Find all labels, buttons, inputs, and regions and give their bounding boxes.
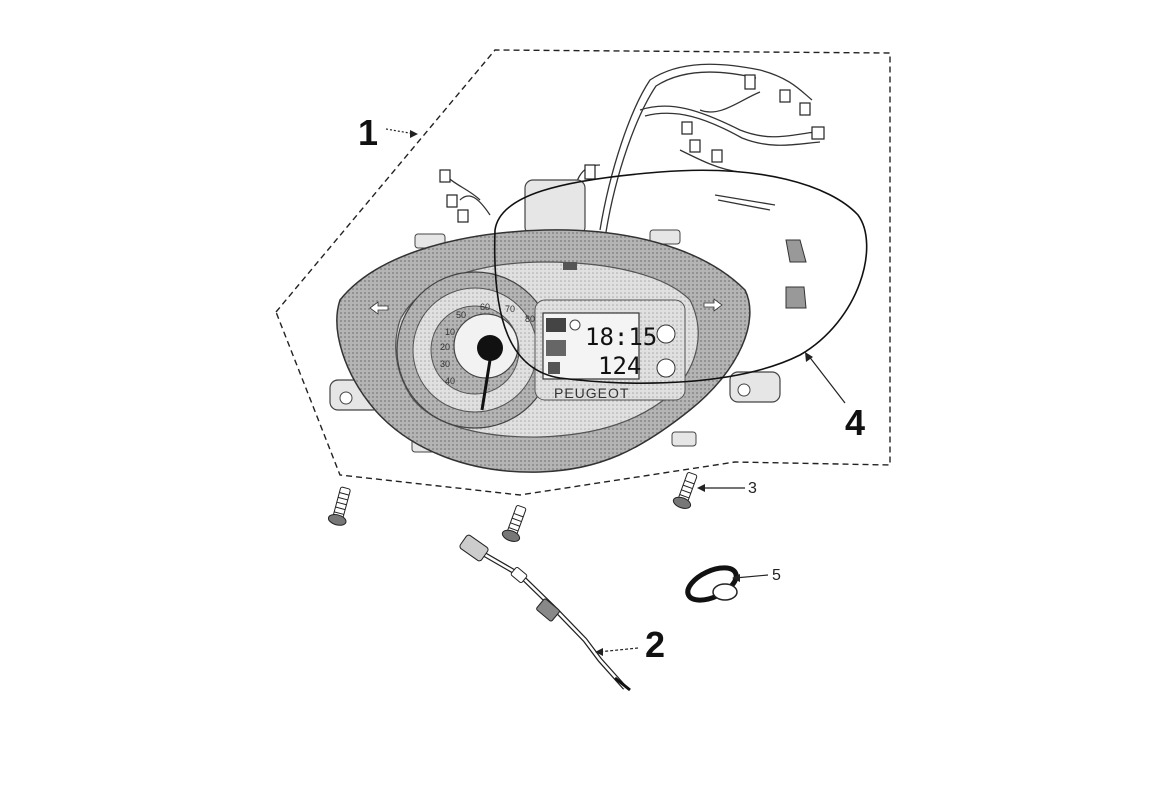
lens-tabs — [785, 239, 807, 309]
left-turn-indicator-icon — [369, 301, 389, 315]
dial-number: 50 — [456, 310, 466, 320]
mode-button-round — [656, 358, 676, 378]
leader-arrowheads — [410, 130, 813, 656]
lcd-odometer: 124 — [598, 352, 641, 380]
dial-number: 60 — [480, 302, 490, 312]
callout-label-5: 5 — [772, 567, 781, 584]
screw — [672, 472, 698, 509]
screw — [327, 486, 351, 526]
dial-number: 20 — [440, 342, 450, 352]
assembly-boundary-dashed — [275, 49, 891, 496]
reset-button-round — [656, 324, 676, 344]
dial-number: 10 — [445, 327, 455, 337]
callout-label-1: 1 — [358, 112, 378, 153]
callout-label-2: 2 — [645, 624, 665, 665]
speedometer-cable — [459, 534, 631, 692]
callout-label-4: 4 — [845, 402, 865, 443]
brand-logo-text: PEUGEOT — [554, 385, 629, 401]
callout-label-3: 3 — [748, 480, 757, 497]
dial-number: 40 — [445, 376, 455, 386]
lens-cover-outline — [493, 169, 868, 384]
dial-number: 80 — [525, 314, 535, 324]
dial-number: 30 — [440, 359, 450, 369]
lcd-time: 18:15 — [585, 323, 657, 351]
wiring-harness — [444, 63, 821, 233]
dial-number: 70 — [505, 304, 515, 314]
rubber-grommet — [685, 565, 739, 603]
warning-lamp — [563, 262, 577, 270]
harness-connectors — [439, 74, 825, 223]
right-turn-indicator-icon — [703, 298, 723, 312]
screw — [501, 505, 527, 542]
speedometer-needle — [480, 359, 492, 411]
instrument-panel: 10 20 30 40 50 60 70 80 18:15 124 PEUGEO… — [329, 179, 781, 473]
